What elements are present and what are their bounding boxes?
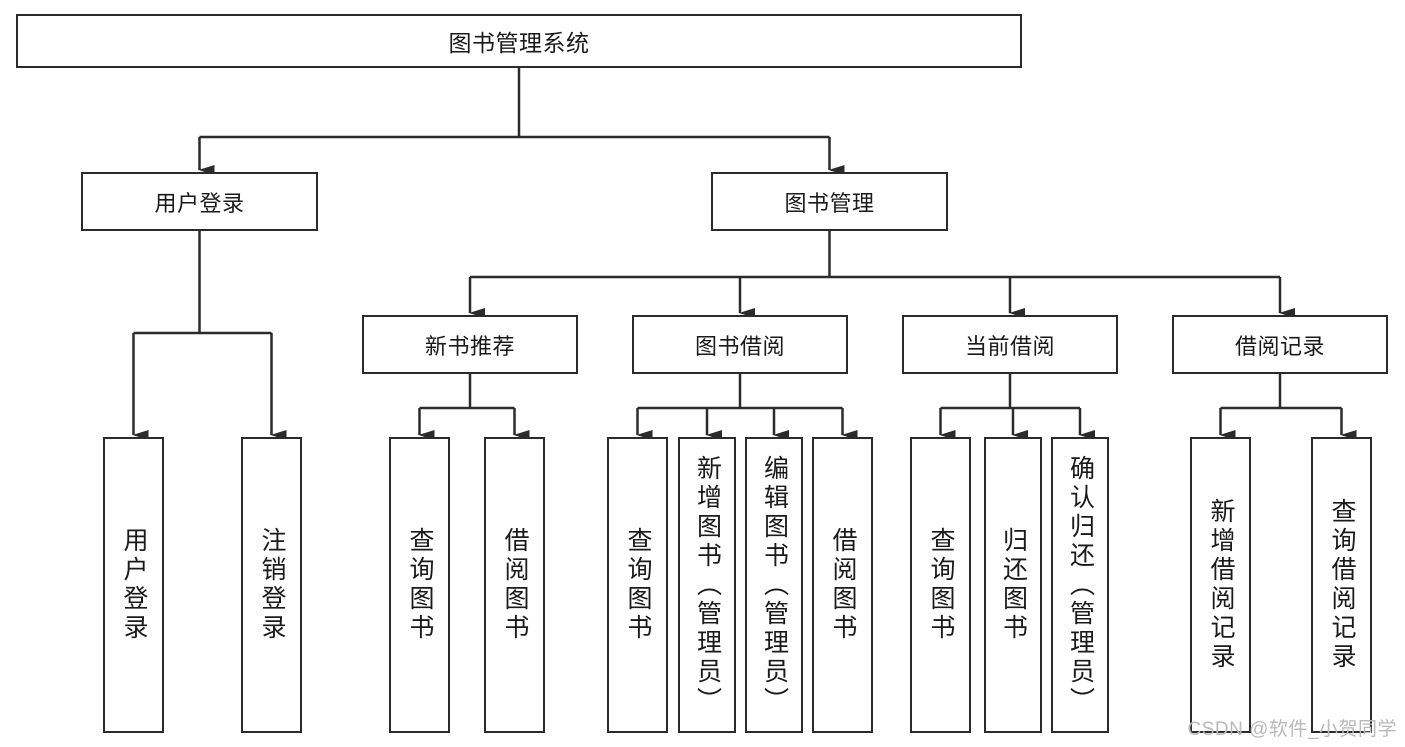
node-label: 新增借阅记录	[1207, 498, 1235, 672]
node-leaf-用户登录-0[interactable]: 用户登录	[103, 437, 164, 733]
node-leaf-归还图书-9[interactable]: 归还图书	[984, 437, 1042, 733]
node-leaf-借阅图书-7[interactable]: 借阅图书	[812, 437, 873, 733]
watermark-text: CSDN @软件_小贺同学	[1187, 719, 1397, 740]
node-label: 查询图书	[927, 527, 955, 643]
node-label: 查询借阅记录	[1328, 498, 1356, 672]
node-leaf-注销登录-1[interactable]: 注销登录	[241, 437, 302, 733]
node-label: 当前借阅	[964, 333, 1055, 359]
node-label: 新增图书（管理员）	[693, 454, 722, 716]
node-label: 用户登录	[120, 527, 148, 643]
node-leaf-新增借阅记录-11[interactable]: 新增借阅记录	[1190, 437, 1251, 733]
node-label: 用户登录	[154, 190, 245, 216]
node-l2-用户登录[interactable]: 用户登录	[81, 172, 318, 231]
node-leaf-查询借阅记录-12[interactable]: 查询借阅记录	[1311, 437, 1372, 733]
node-label: 新书推荐	[424, 333, 515, 359]
node-label: 图书管理系统	[448, 30, 590, 56]
node-label: 编辑图书（管理员）	[760, 454, 789, 716]
node-label: 借阅图书	[501, 527, 529, 643]
node-leaf-查询图书-8[interactable]: 查询图书	[910, 437, 971, 733]
node-leaf-借阅图书-3[interactable]: 借阅图书	[484, 437, 545, 733]
node-label: 借阅图书	[829, 527, 857, 643]
node-root-图书管理系统[interactable]: 图书管理系统	[16, 14, 1022, 68]
node-label: 确认归还（管理员）	[1066, 454, 1095, 716]
node-label: 查询图书	[624, 527, 652, 643]
node-label: 图书借阅	[694, 333, 785, 359]
node-leaf-确认归还管理员-10[interactable]: 确认归还（管理员）	[1051, 437, 1109, 733]
node-label: 借阅记录	[1234, 333, 1325, 359]
node-label: 归还图书	[999, 527, 1028, 643]
node-l3-借阅记录[interactable]: 借阅记录	[1172, 315, 1388, 374]
node-leaf-查询图书-2[interactable]: 查询图书	[389, 437, 450, 733]
node-label: 查询图书	[406, 527, 434, 643]
node-leaf-编辑图书管理员-6[interactable]: 编辑图书（管理员）	[745, 437, 803, 733]
node-l3-新书推荐[interactable]: 新书推荐	[362, 315, 578, 374]
node-l2-图书管理[interactable]: 图书管理	[711, 172, 948, 231]
node-label: 图书管理	[784, 190, 875, 216]
node-l3-当前借阅[interactable]: 当前借阅	[902, 315, 1118, 374]
node-leaf-新增图书管理员-5[interactable]: 新增图书（管理员）	[678, 437, 736, 733]
node-leaf-查询图书-4[interactable]: 查询图书	[607, 437, 668, 733]
node-label: 注销登录	[258, 527, 286, 643]
node-l3-图书借阅[interactable]: 图书借阅	[632, 315, 848, 374]
